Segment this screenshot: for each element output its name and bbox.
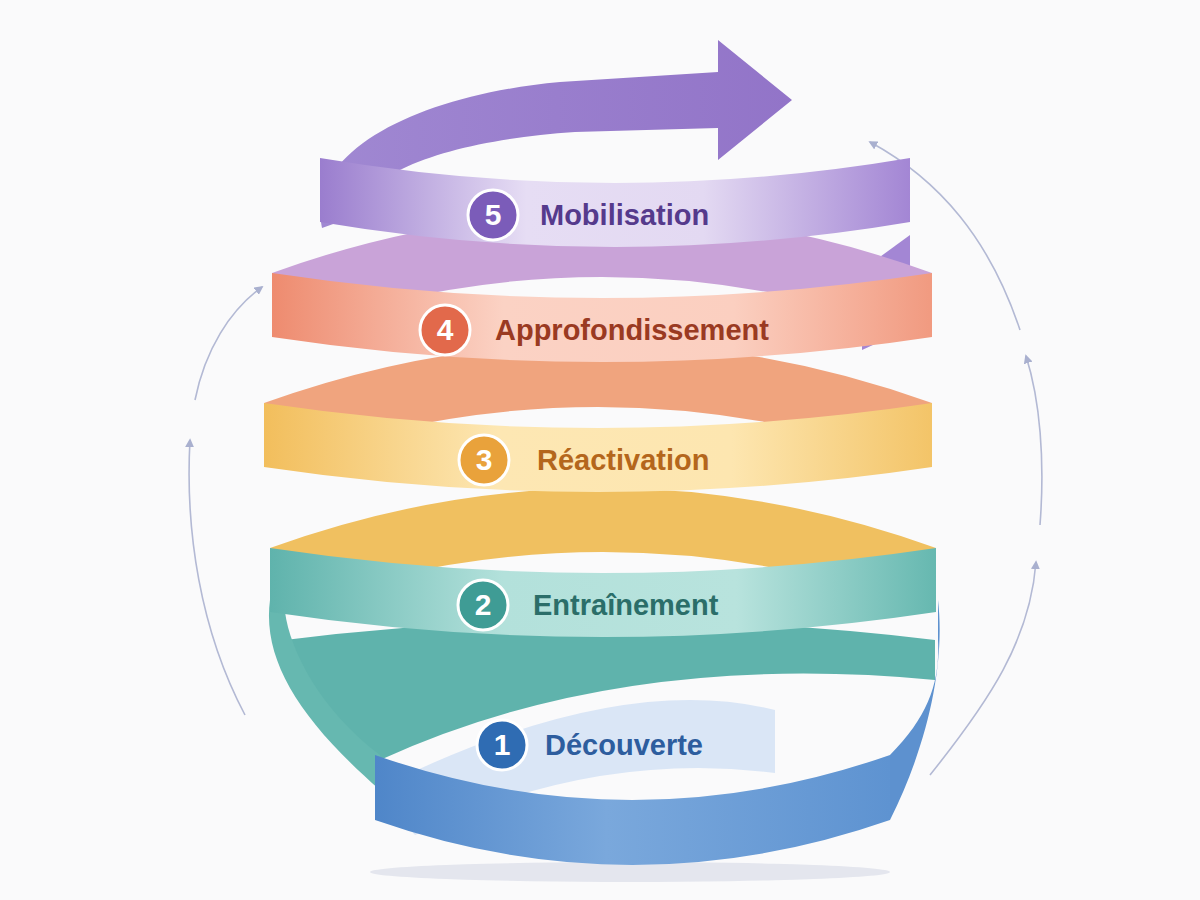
step-label: Entraînement xyxy=(533,585,718,625)
cycle-arrow xyxy=(195,287,262,400)
step-number: 5 xyxy=(466,188,520,242)
step-number: 4 xyxy=(418,303,472,357)
shadow xyxy=(370,862,890,882)
spiral-side xyxy=(269,600,380,790)
step-number-circle: 3 xyxy=(457,433,511,487)
step-number: 1 xyxy=(475,718,529,772)
band-face xyxy=(264,403,932,492)
spiral-band: Approfondissement 4 xyxy=(272,265,932,395)
spiral-band: Découverte 1 xyxy=(375,695,890,865)
spiral-band: Mobilisation 5 xyxy=(320,150,910,280)
step-number-circle: 1 xyxy=(475,718,529,772)
band-face xyxy=(320,158,910,247)
spiral-side xyxy=(890,600,940,820)
step-number: 2 xyxy=(456,578,510,632)
step-label: Mobilisation xyxy=(540,195,709,235)
step-label: Réactivation xyxy=(537,440,709,480)
cycle-arrow xyxy=(930,562,1036,775)
spiral-band: Entraînement 2 xyxy=(270,540,936,670)
step-label: Approfondissement xyxy=(495,310,769,350)
band-shape xyxy=(375,695,890,865)
step-number-circle: 2 xyxy=(456,578,510,632)
step-number-circle: 5 xyxy=(466,188,520,242)
band-face xyxy=(272,273,932,362)
band-face xyxy=(270,548,936,637)
step-number: 3 xyxy=(457,433,511,487)
spiral-band: Réactivation 3 xyxy=(264,395,932,525)
step-number-circle: 4 xyxy=(418,303,472,357)
band-face xyxy=(375,755,890,865)
cycle-arrow xyxy=(189,440,245,715)
step-label: Découverte xyxy=(545,725,703,765)
cycle-arrow xyxy=(1026,356,1042,525)
cycle-arrows xyxy=(189,142,1042,775)
